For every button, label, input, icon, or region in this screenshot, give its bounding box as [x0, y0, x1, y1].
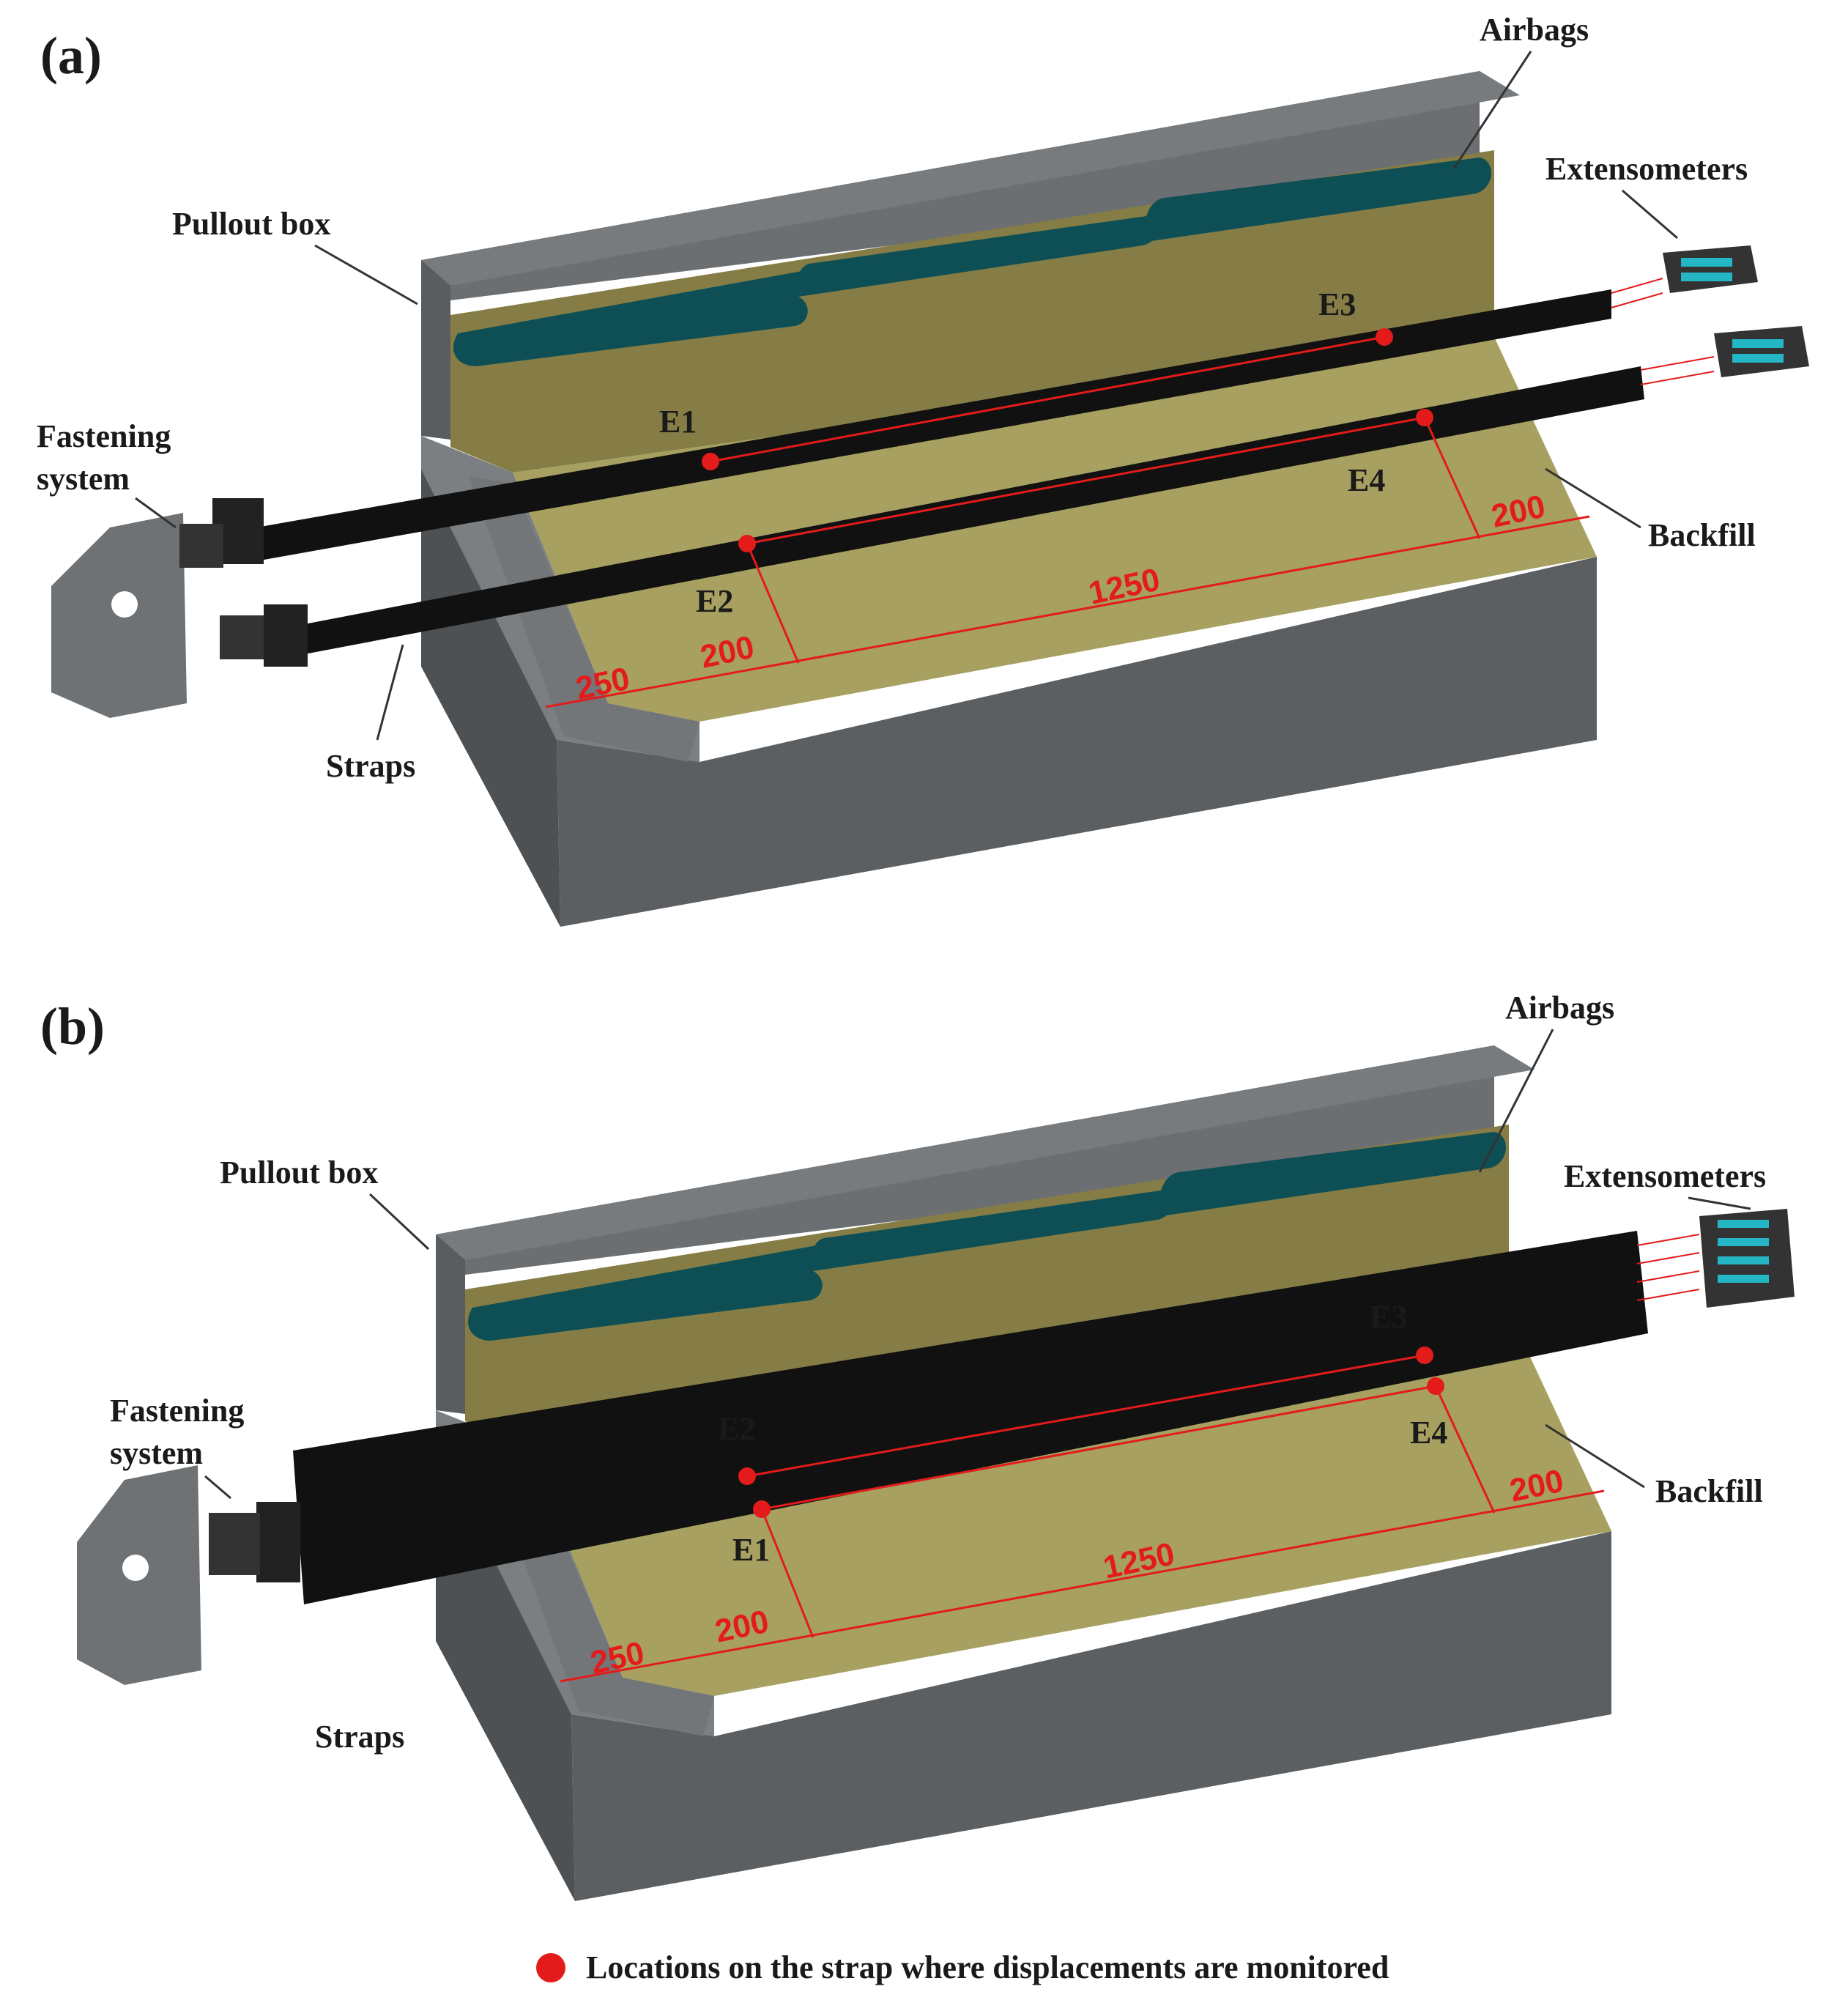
- callout-extensometers: Extensometers: [1545, 151, 1748, 187]
- point-label-E4: E4: [1410, 1415, 1447, 1451]
- callout-backfill: Backfill: [1648, 517, 1756, 553]
- panel-b: (b) Airbags Extensometers Pullout box Fa…: [40, 990, 1795, 1901]
- callout-backfill: Backfill: [1655, 1473, 1763, 1509]
- callout-airbags: Airbags: [1480, 12, 1589, 48]
- legend-marker-icon: [536, 1953, 565, 1982]
- point-label-E2: E2: [718, 1411, 755, 1447]
- panel-label-a: (a): [40, 26, 102, 85]
- callout-extensometers: Extensometers: [1564, 1158, 1766, 1194]
- panel-label-b: (b): [40, 997, 105, 1056]
- legend-text: Locations on the strap where displacemen…: [586, 1949, 1389, 1985]
- point-label-E4: E4: [1348, 462, 1385, 498]
- point-label-E1: E1: [732, 1532, 770, 1568]
- point-label-E1: E1: [659, 404, 697, 440]
- legend: Locations on the strap where displacemen…: [536, 1949, 1389, 1985]
- callout-airbags: Airbags: [1505, 990, 1614, 1026]
- point-label-E3: E3: [1318, 286, 1356, 322]
- callout-fastening-line2: system: [37, 461, 130, 497]
- fastening-system-icon: [51, 498, 308, 718]
- strap-wide: [293, 1231, 1648, 1604]
- callout-pullout-box: Pullout box: [172, 206, 330, 242]
- callout-fastening-line1: Fastening: [110, 1393, 244, 1429]
- callout-straps: Straps: [315, 1719, 404, 1755]
- point-label-E3: E3: [1370, 1299, 1407, 1335]
- panel-a: (a) Airbags Extensometers Pullout box Fa…: [37, 12, 1809, 927]
- callout-fastening-line1: Fastening: [37, 418, 171, 454]
- extensometer-icon: [1699, 1209, 1795, 1308]
- point-label-E2: E2: [696, 583, 733, 619]
- callout-fastening-line2: system: [110, 1435, 203, 1471]
- callout-pullout-box: Pullout box: [220, 1155, 378, 1190]
- extensometer-icon: [1714, 326, 1809, 377]
- extensometer-icon: [1663, 245, 1758, 293]
- fastening-system-icon: [77, 1465, 300, 1685]
- callout-straps: Straps: [326, 748, 415, 784]
